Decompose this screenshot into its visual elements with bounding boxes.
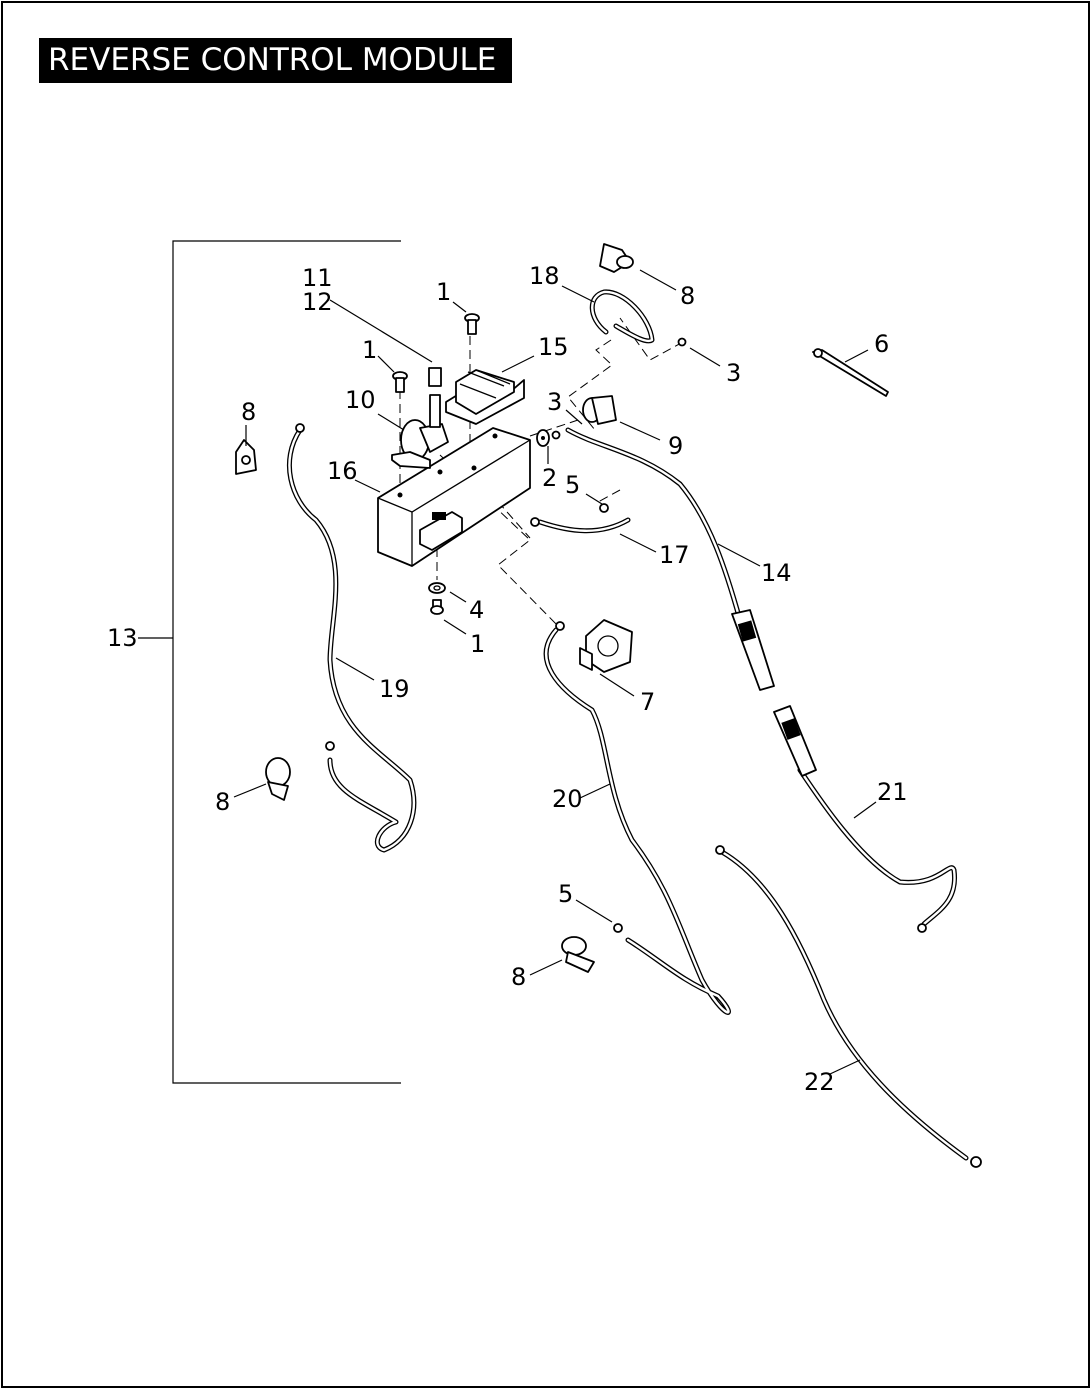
wire-17 [530,503,631,534]
callout-22: 22 [804,1068,835,1096]
callout-14: 14 [761,559,792,587]
cap-8-bottom [561,936,595,973]
callout-7: 7 [640,688,655,716]
callout-12: 12 [302,288,333,316]
diagram-title: REVERSE CONTROL MODULE [39,38,512,83]
callout-8-bottom: 8 [511,963,526,991]
relay-7 [579,619,633,673]
callout-2: 2 [542,464,557,492]
screw-1-bottom [430,599,444,615]
nut-3-lower [551,430,561,440]
callout-10: 10 [345,386,376,414]
wire-21 [773,705,958,933]
callout-1-left: 1 [362,336,377,364]
callout-8-topright: 8 [680,282,695,310]
callout-16: 16 [327,457,358,485]
callout-17: 17 [659,541,690,569]
callout-13: 13 [107,624,138,652]
wire-20 [543,621,731,1015]
cap-8-lowleft [265,757,291,801]
bracket-13 [138,240,401,1084]
callout-numbers: 11 12 1 1 15 10 16 8 18 8 3 6 3 9 2 5 17… [107,262,908,1096]
callout-19: 19 [379,675,410,703]
cap-8-left [235,439,257,475]
callout-11: 11 [302,264,333,292]
cable-tie-6 [812,348,889,397]
callout-9: 9 [668,432,683,460]
callout-1-top: 1 [436,278,451,306]
wire-18 [589,289,655,344]
callout-20: 20 [552,785,583,813]
boot-9 [582,395,617,425]
callout-8-left: 8 [241,398,256,426]
callout-15: 15 [538,333,569,361]
wire-22 [715,845,982,1168]
module-cover [445,369,525,425]
module-housing [377,427,531,567]
callout-6: 6 [874,330,889,358]
callout-3-lower: 3 [547,388,562,416]
nut-3-upper [677,337,687,347]
wire-14 [565,427,775,691]
wire-19 [286,423,417,853]
callout-4: 4 [469,596,484,624]
callout-21: 21 [877,778,908,806]
screw-1-top [464,313,480,335]
callout-18: 18 [529,262,560,290]
callout-3-upper: 3 [726,359,741,387]
callout-8-lowleft: 8 [215,788,230,816]
washer-2 [536,429,550,447]
leader-lines [233,269,877,1075]
callout-5-lower: 5 [558,880,573,908]
washer-4 [428,582,446,594]
callout-1-bottom: 1 [470,630,485,658]
callout-5-upper: 5 [565,471,580,499]
switch-10 [391,367,449,469]
screw-1-left [392,371,408,393]
cap-8-topright [599,243,634,273]
